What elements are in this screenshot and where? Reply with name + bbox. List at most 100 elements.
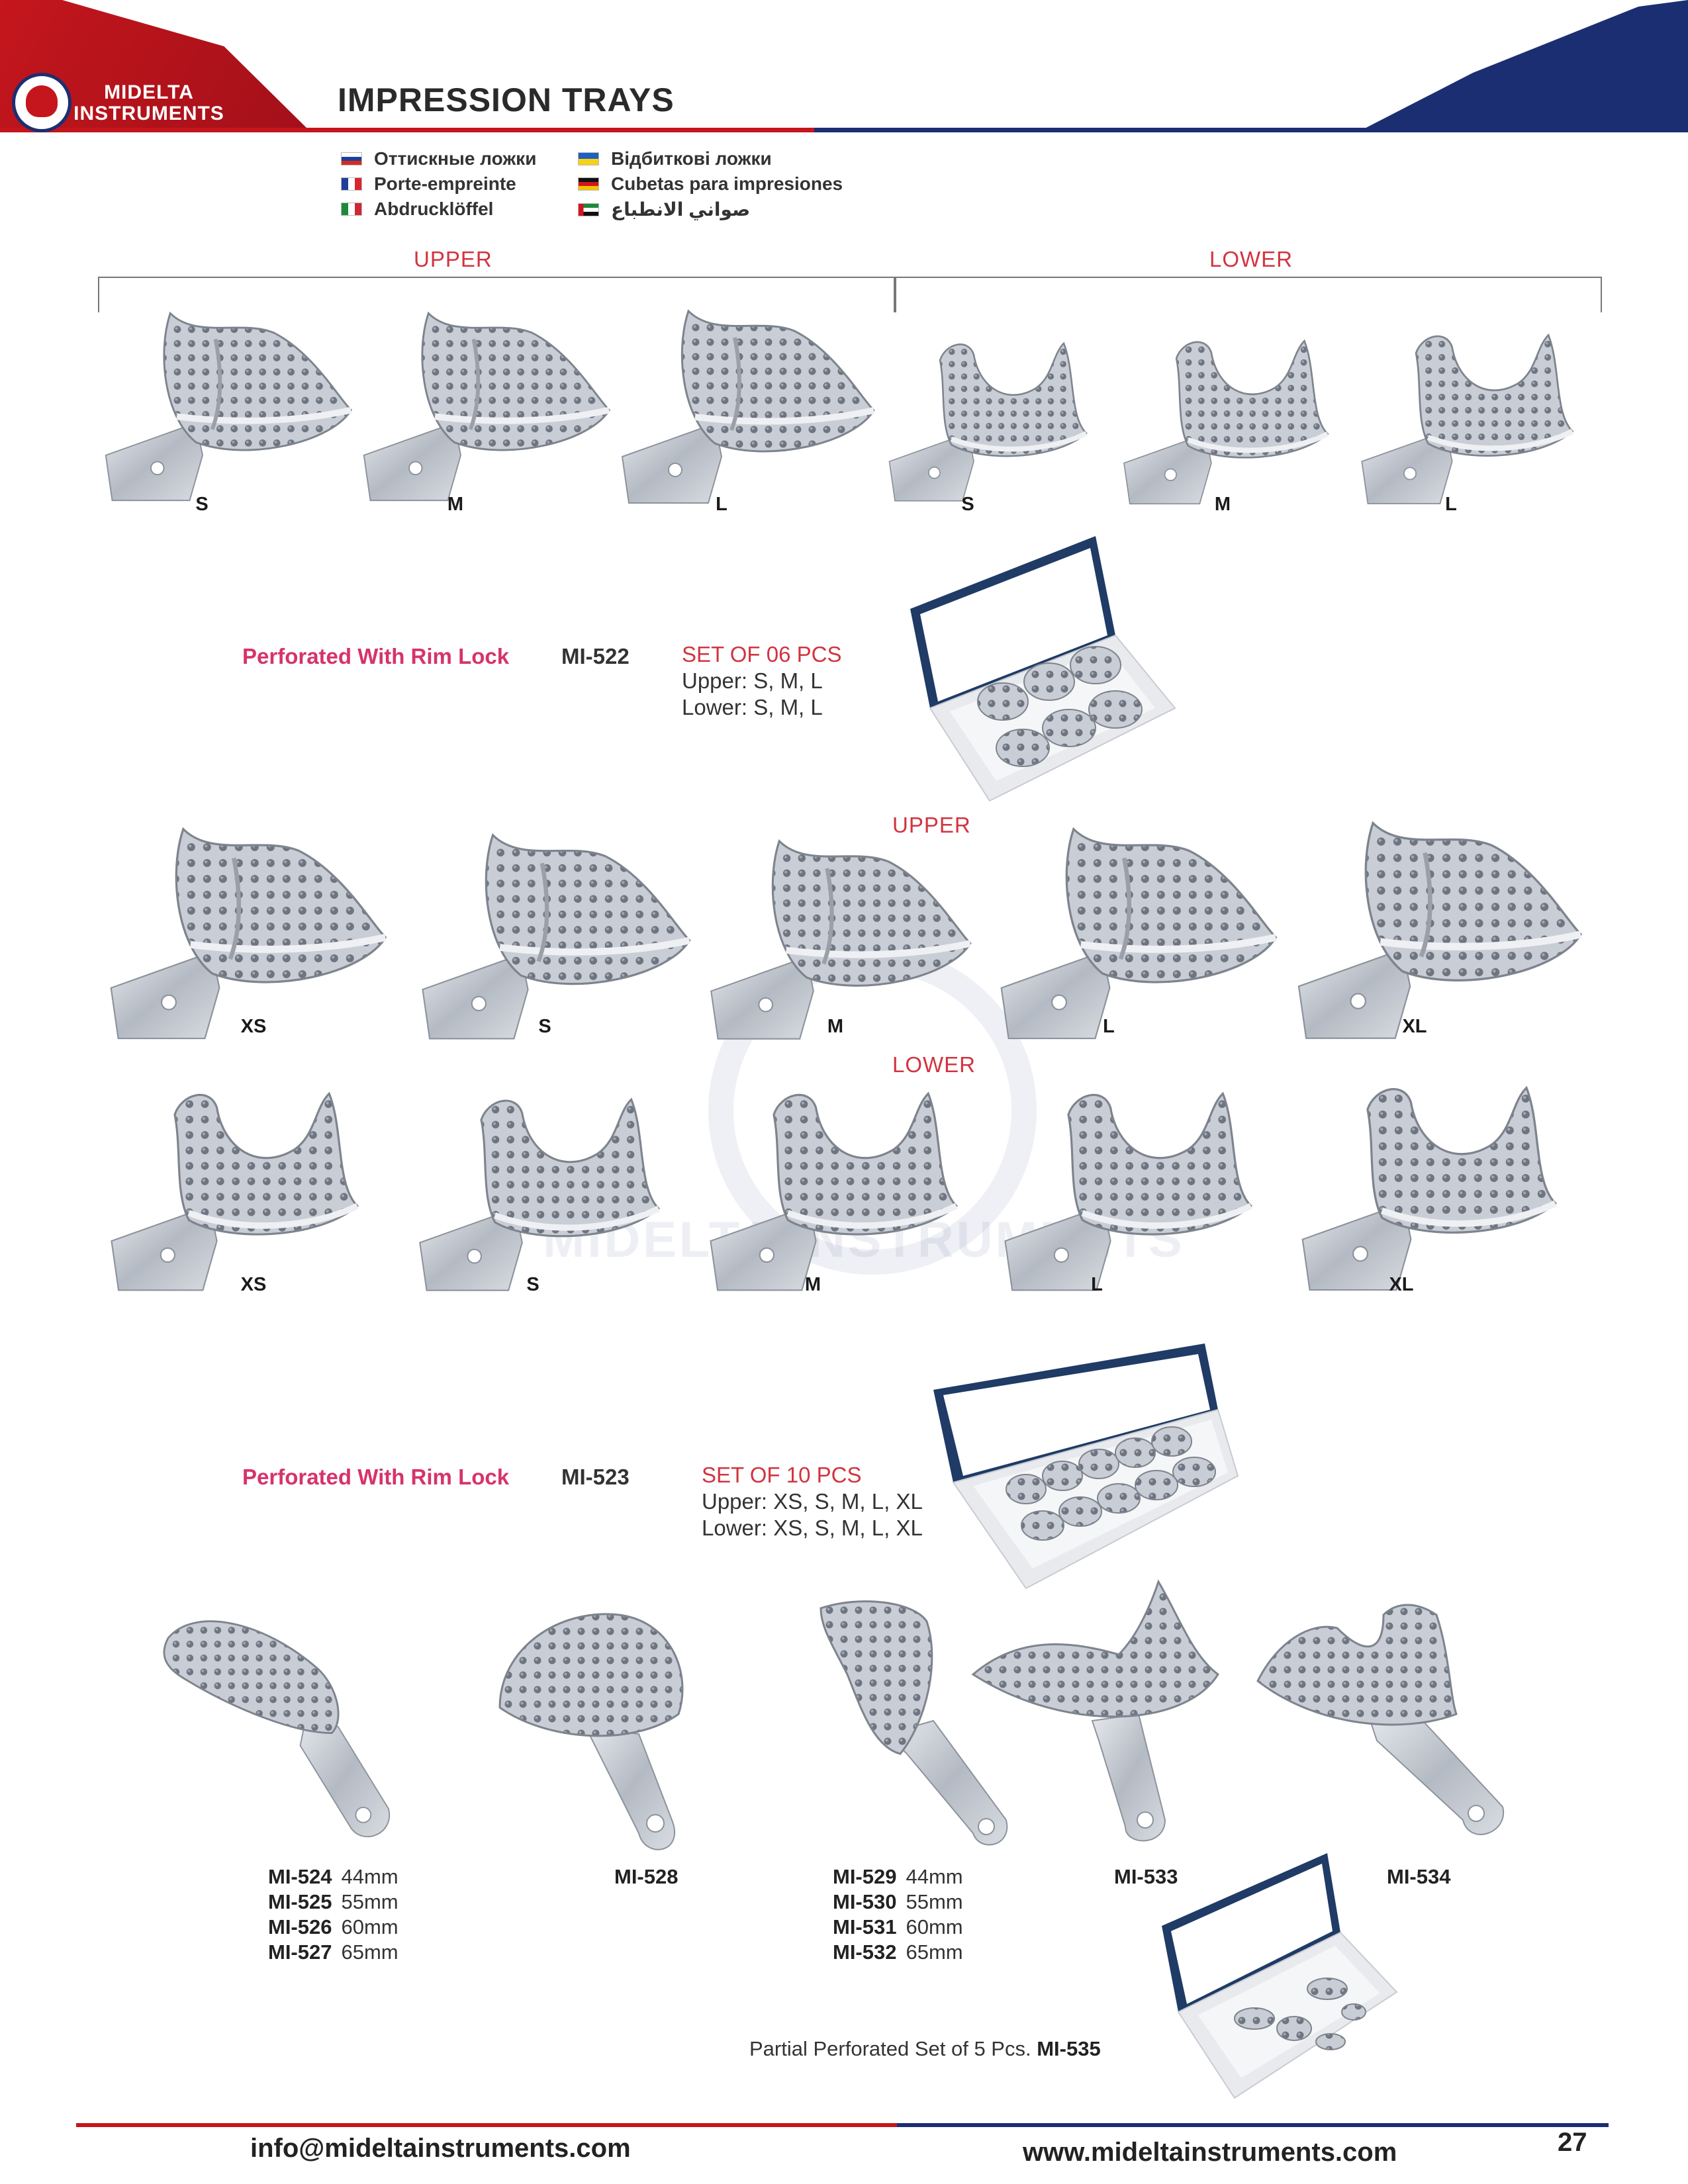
footer-email[interactable]: info@mideltainstruments.com (250, 2134, 631, 2163)
size-mi-532: 65mm (906, 1940, 963, 1964)
lang-de: Cubetas para impresiones (578, 173, 843, 195)
flag-it-icon (341, 203, 362, 216)
s1-upper-size-l: L (716, 494, 727, 515)
s2-set-title: SET OF 10 PCS (702, 1463, 862, 1487)
code-mi-525: MI-525 (268, 1890, 332, 1913)
s2-upper-tray-m (702, 821, 980, 1046)
s1-upper-size-m: M (447, 494, 464, 515)
s1-lower-size-m: M (1214, 494, 1231, 515)
size-mi-530: 55mm (906, 1890, 963, 1913)
s2-upper-label: UPPER (892, 813, 971, 837)
s1-lower-tray-l (1354, 311, 1599, 510)
lang-fr-text: Porte-empreinte (374, 173, 516, 194)
code-mi-534: MI-534 (1387, 1865, 1451, 1888)
s1-set-lower: Lower: S, M, L (682, 695, 823, 719)
size-mi-524: 44mm (341, 1865, 399, 1888)
lang-ru-text: Оттискные ложки (374, 148, 537, 169)
footer-website[interactable]: www.mideltainstruments.com (1023, 2138, 1397, 2167)
s1-upper-tray-m (357, 291, 616, 510)
size-mi-525: 55mm (341, 1890, 399, 1913)
s2-lower-size-m: M (804, 1274, 821, 1295)
lang-it-text: Abdrucklöffel (374, 199, 494, 219)
brand-logo-text: MIDELTA INSTRUMENTS (73, 82, 225, 124)
s2-upper-tray-l (993, 807, 1284, 1046)
brand-name-line2: INSTRUMENTS (73, 103, 224, 124)
s2-upper-size-s: S (538, 1016, 551, 1037)
lang-ae: صواني الانطباع (578, 199, 750, 220)
flag-de-icon (578, 177, 599, 191)
code-mi-533: MI-533 (1114, 1865, 1178, 1888)
s2-lower-size-xs: XS (240, 1274, 267, 1295)
code-row-mi-524: MI-524 44mm (268, 1865, 399, 1889)
code-mi-526: MI-526 (268, 1915, 332, 1938)
s1-set-upper: Upper: S, M, L (682, 668, 823, 693)
code-row-mi-532: MI-532 65mm (833, 1940, 963, 1964)
s1-upper-size-s: S (195, 494, 209, 515)
s1-product-name: Perforated With Rim Lock (242, 644, 510, 668)
header-red-rule (0, 128, 814, 132)
s1-upper-tray-l (616, 291, 880, 510)
footer-red-rule (76, 2123, 897, 2127)
partial-set-caption: Partial Perforated Set of 5 Pcs. MI-535 (749, 2037, 1101, 2061)
partial-set-box-image (1162, 1853, 1400, 2105)
s2-lower-tray-m (698, 1066, 990, 1297)
s2-set-upper: Upper: XS, S, M, L, XL (702, 1489, 923, 1514)
code-mi-532: MI-532 (833, 1940, 897, 1964)
partial-set-text: Partial Perforated Set of 5 Pcs. (749, 2037, 1031, 2060)
page-number: 27 (1558, 2128, 1587, 2157)
page-title: IMPRESSION TRAYS (338, 81, 675, 118)
lang-de-text: Cubetas para impresiones (611, 173, 843, 194)
brand-logo-icon (12, 73, 71, 132)
s2-lower-tray-xs (103, 1066, 387, 1297)
flag-ua-icon (578, 152, 599, 165)
s2-upper-size-xs: XS (240, 1016, 267, 1037)
lang-fr: Porte-empreinte (341, 173, 516, 195)
s1-upper-bracket (98, 277, 895, 312)
code-row-mi-525: MI-525 55mm (268, 1890, 399, 1914)
s2-upper-size-m: M (827, 1016, 844, 1037)
s1-lower-bracket (895, 277, 1602, 312)
s2-upper-tray-xl (1291, 801, 1589, 1046)
flag-fr-icon (341, 177, 362, 191)
code-mi-529: MI-529 (833, 1865, 897, 1888)
tray-mi-534 (1251, 1575, 1509, 1853)
s2-set-box-image (927, 1343, 1244, 1595)
s1-lower-tray-s (884, 318, 1109, 510)
tray-mi-529-532 (808, 1588, 1026, 1860)
s1-lower-label: LOWER (1209, 247, 1293, 271)
s2-product-name: Perforated With Rim Lock (242, 1465, 510, 1489)
s2-lower-tray-xl (1291, 1059, 1589, 1297)
s1-product-code: MI-522 (561, 644, 630, 668)
s2-lower-tray-s (410, 1072, 688, 1297)
s2-lower-tray-l (993, 1066, 1284, 1297)
lang-it: Abdrucklöffel (341, 199, 493, 220)
partial-set-code: MI-535 (1037, 2037, 1101, 2060)
code-mi-531: MI-531 (833, 1915, 897, 1938)
size-mi-527: 65mm (341, 1940, 399, 1964)
s2-set-lower: Lower: XS, S, M, L, XL (702, 1516, 923, 1540)
s2-upper-size-xl: XL (1402, 1016, 1427, 1037)
code-row-mi-529: MI-529 44mm (833, 1865, 963, 1889)
lang-ru: Оттискные ложки (341, 148, 536, 169)
code-mi-528: MI-528 (614, 1865, 679, 1888)
lang-ua: Відбиткові ложки (578, 148, 772, 169)
s2-lower-label: LOWER (892, 1052, 976, 1077)
header-blue-banner (1357, 0, 1688, 132)
s2-lower-size-l: L (1091, 1274, 1103, 1295)
s1-upper-label: UPPER (414, 247, 492, 271)
s2-product-code: MI-523 (561, 1465, 630, 1489)
lang-ua-text: Відбиткові ложки (611, 148, 772, 169)
flag-ru-icon (341, 152, 362, 165)
s2-upper-size-l: L (1103, 1016, 1115, 1037)
footer-blue-rule (897, 2123, 1609, 2127)
s2-lower-size-xl: XL (1389, 1274, 1414, 1295)
brand-name-line1: MIDELTA (104, 81, 194, 103)
s1-lower-size-s: S (961, 494, 974, 515)
size-mi-529: 44mm (906, 1865, 963, 1888)
s2-upper-tray-s (414, 814, 698, 1046)
tray-mi-524-527 (136, 1582, 427, 1846)
s1-set-box-image (897, 536, 1182, 814)
code-mi-524: MI-524 (268, 1865, 332, 1888)
